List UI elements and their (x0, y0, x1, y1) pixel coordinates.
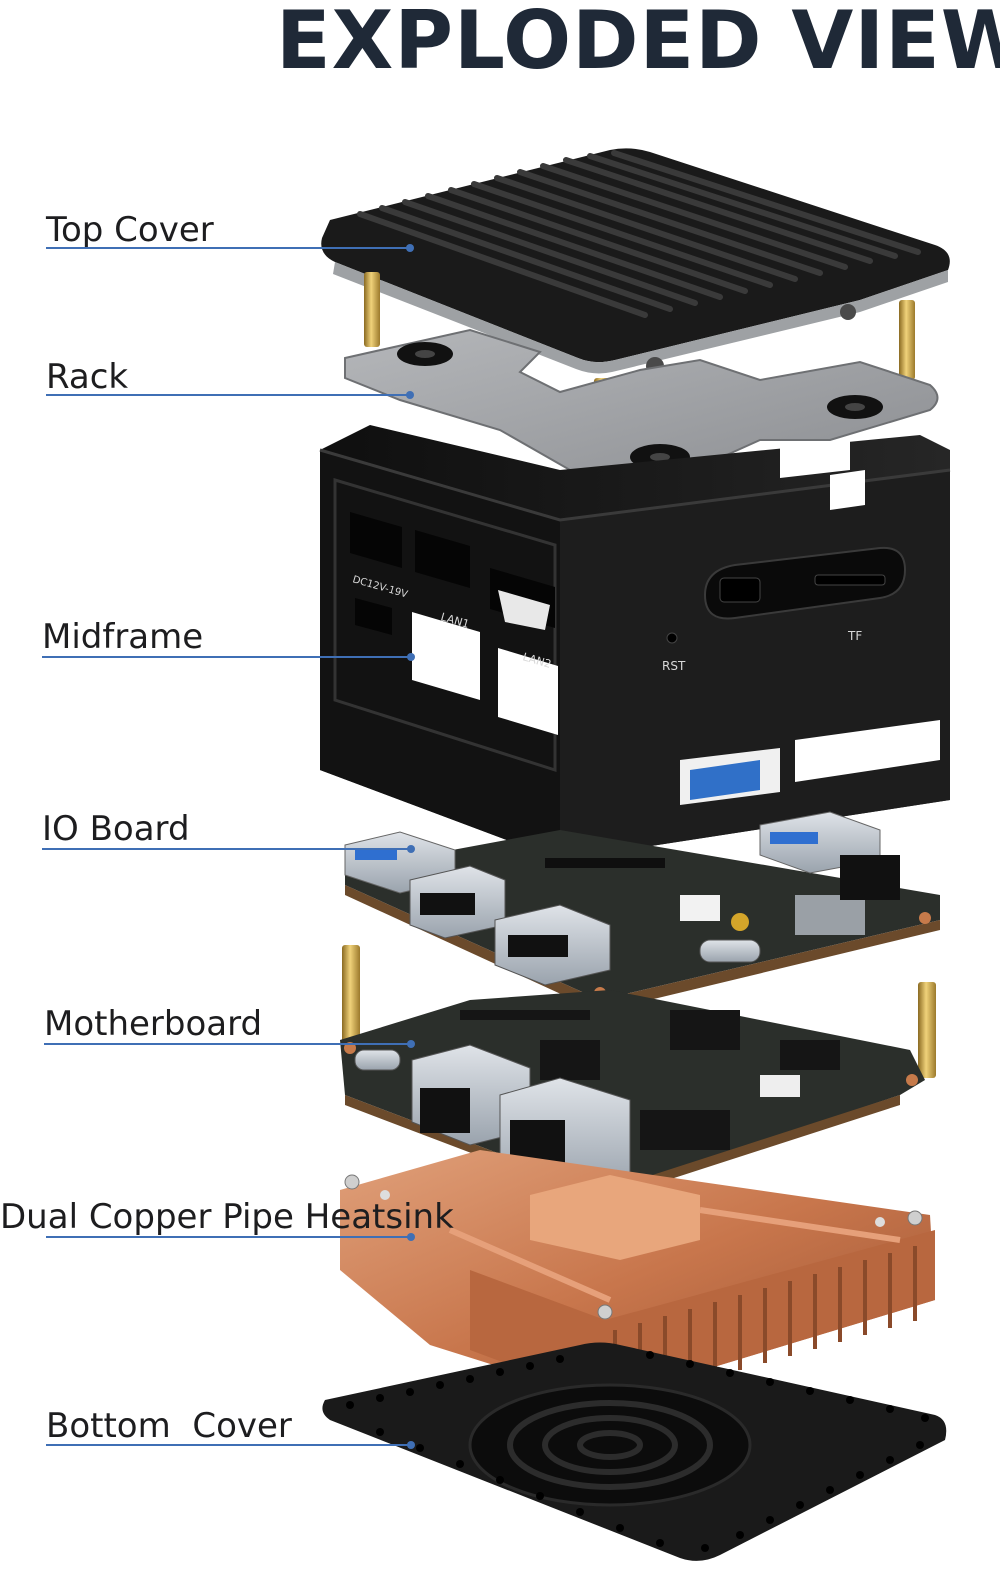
leader-line-motherboard (44, 1043, 412, 1045)
label-top-cover: Top Cover (46, 210, 214, 250)
leader-dot-motherboard (407, 1040, 415, 1048)
leader-dot-io-board (407, 845, 415, 853)
leader-line-heatsink (46, 1236, 412, 1238)
page-title: EXPLODED VIEW (276, 0, 1000, 87)
leader-line-midframe (42, 656, 412, 658)
label-midframe: Midframe (42, 617, 204, 657)
label-motherboard: Motherboard (44, 1004, 263, 1044)
leader-line-top-cover (46, 247, 411, 249)
leader-line-bottom-cover (46, 1444, 412, 1446)
leader-dot-midframe (407, 653, 415, 661)
leader-line-io-board (42, 848, 412, 850)
leader-dot-bottom-cover (407, 1441, 415, 1449)
leader-dot-rack (406, 391, 414, 399)
reset-marking: RST (662, 659, 686, 673)
label-heatsink: Dual Copper Pipe Heatsink (0, 1197, 454, 1237)
midframe (319, 425, 951, 860)
tf-slot-marking: TF (847, 629, 862, 643)
label-io-board: IO Board (42, 809, 190, 849)
bottom-cover (322, 1342, 947, 1561)
leader-dot-heatsink (407, 1233, 415, 1241)
leader-line-rack (46, 394, 411, 396)
top-cover (321, 148, 950, 375)
label-rack: Rack (46, 357, 129, 397)
leader-dot-top-cover (406, 244, 414, 252)
label-bottom-cover: Bottom Cover (46, 1406, 292, 1446)
